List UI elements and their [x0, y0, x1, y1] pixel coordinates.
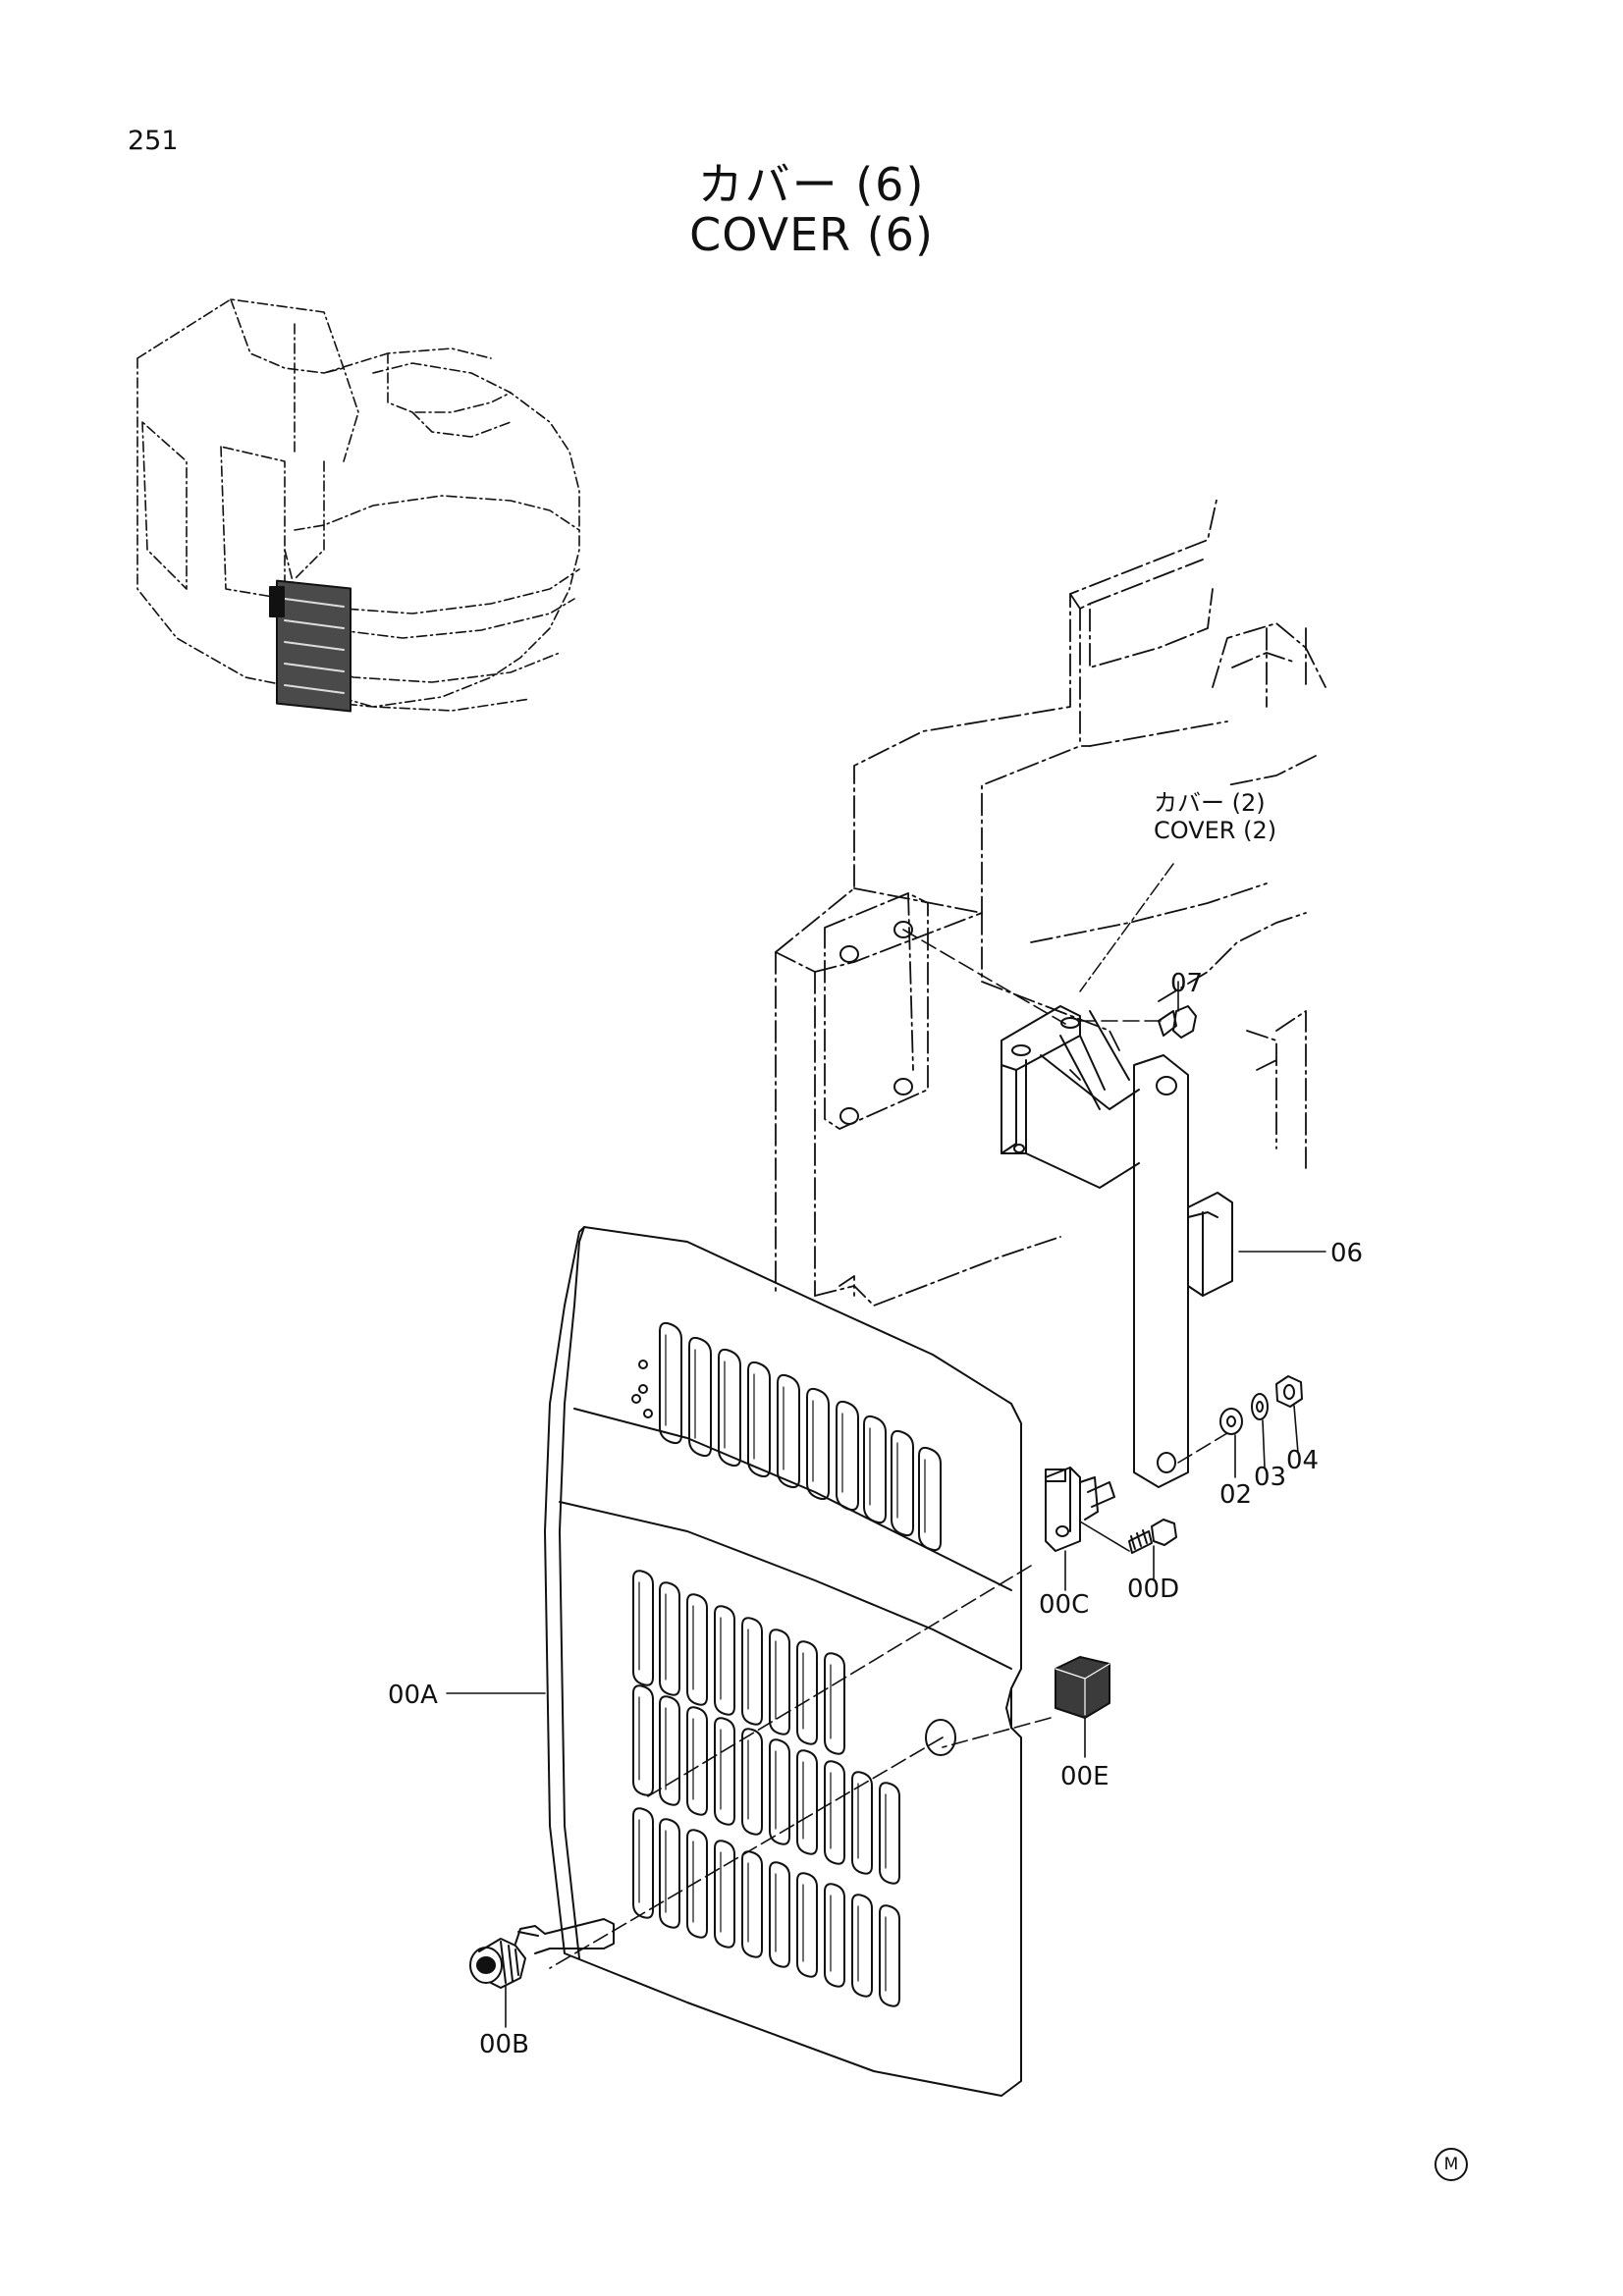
grille-slot	[689, 1338, 711, 1456]
grille-slot	[742, 1618, 762, 1724]
m-mark-symbol: M	[1434, 2148, 1468, 2181]
handle-00B	[470, 1919, 614, 1988]
callout-07: 07	[1170, 969, 1204, 998]
grille-slot	[807, 1389, 829, 1499]
cover-2-leader	[1080, 864, 1173, 991]
grille-slot	[719, 1350, 740, 1466]
grille-slot	[660, 1323, 681, 1443]
frame-phantom-outline	[776, 496, 1325, 1306]
reference-label-japanese: カバー (2)	[1154, 789, 1266, 817]
grille-slot	[770, 1629, 789, 1734]
callout-00C: 00C	[1039, 1590, 1090, 1620]
grille-slot	[880, 1905, 899, 2005]
bolt-07	[1159, 1006, 1196, 1038]
page-number: 251	[128, 126, 179, 156]
grille-slot	[770, 1739, 789, 1843]
callout-00E: 00E	[1060, 1762, 1109, 1791]
hinge-00C	[1046, 1468, 1114, 1551]
hinge-leader	[1080, 1522, 1129, 1551]
grille-slot	[864, 1416, 886, 1522]
grille-slot	[633, 1571, 653, 1684]
grille-slot	[715, 1718, 734, 1824]
grille-slot	[715, 1841, 734, 1947]
grille-slot	[825, 1884, 844, 1986]
grille-slot	[633, 1685, 653, 1794]
grille-slot	[687, 1830, 707, 1937]
callout-00D: 00D	[1127, 1575, 1180, 1604]
grille-slot	[797, 1873, 817, 1976]
grille-slot	[837, 1402, 858, 1510]
grille-cover-00A	[545, 1227, 1021, 2096]
grille-slot	[660, 1819, 679, 1927]
nut-04	[1276, 1376, 1302, 1407]
grille-slot	[880, 1783, 899, 1883]
cover-location-highlight	[270, 581, 351, 712]
page-title-english: COVER (6)	[689, 208, 934, 261]
grille-slot	[687, 1594, 707, 1704]
grille-slot	[825, 1761, 844, 1863]
grille-slot	[778, 1375, 799, 1487]
grille-slot	[742, 1729, 762, 1834]
grille-slot	[687, 1707, 707, 1814]
callout-04: 04	[1286, 1446, 1320, 1475]
grille-slot	[715, 1606, 734, 1714]
grille-slot	[742, 1851, 762, 1956]
page-title-japanese: カバー (6)	[697, 158, 926, 211]
grille-slot	[633, 1808, 653, 1917]
grille-slot	[797, 1641, 817, 1743]
grille-slot	[660, 1696, 679, 1804]
rubber-00E	[1055, 1657, 1109, 1718]
grille-slot	[892, 1431, 913, 1535]
grille-slot	[748, 1362, 770, 1476]
bolt-00D	[1129, 1520, 1176, 1553]
grille-slot	[825, 1653, 844, 1753]
washer-03	[1252, 1394, 1268, 1419]
grille-slot	[770, 1862, 789, 1966]
assembly-leaders	[550, 930, 1227, 1968]
grille-slot	[797, 1750, 817, 1853]
callout-leaders	[1235, 1406, 1298, 1477]
grille-slot	[852, 1895, 872, 1996]
callout-leader-lines	[447, 982, 1325, 2027]
bracket-06	[1001, 1006, 1232, 1487]
callout-06: 06	[1330, 1239, 1364, 1268]
reference-label-english: COVER (2)	[1154, 817, 1277, 844]
callout-00B: 00B	[479, 2030, 529, 2059]
grille-slot	[852, 1772, 872, 1873]
callout-03: 03	[1254, 1463, 1287, 1492]
cover-2-holes	[840, 922, 912, 1124]
grille-slot	[919, 1448, 941, 1550]
callout-02: 02	[1219, 1480, 1253, 1510]
callout-00A: 00A	[388, 1681, 438, 1710]
machine-overview-sketch	[137, 299, 579, 711]
washer-02	[1220, 1409, 1242, 1434]
grille-slots	[633, 1323, 941, 2006]
cover-small-holes	[632, 1361, 652, 1417]
grille-slot	[660, 1582, 679, 1694]
